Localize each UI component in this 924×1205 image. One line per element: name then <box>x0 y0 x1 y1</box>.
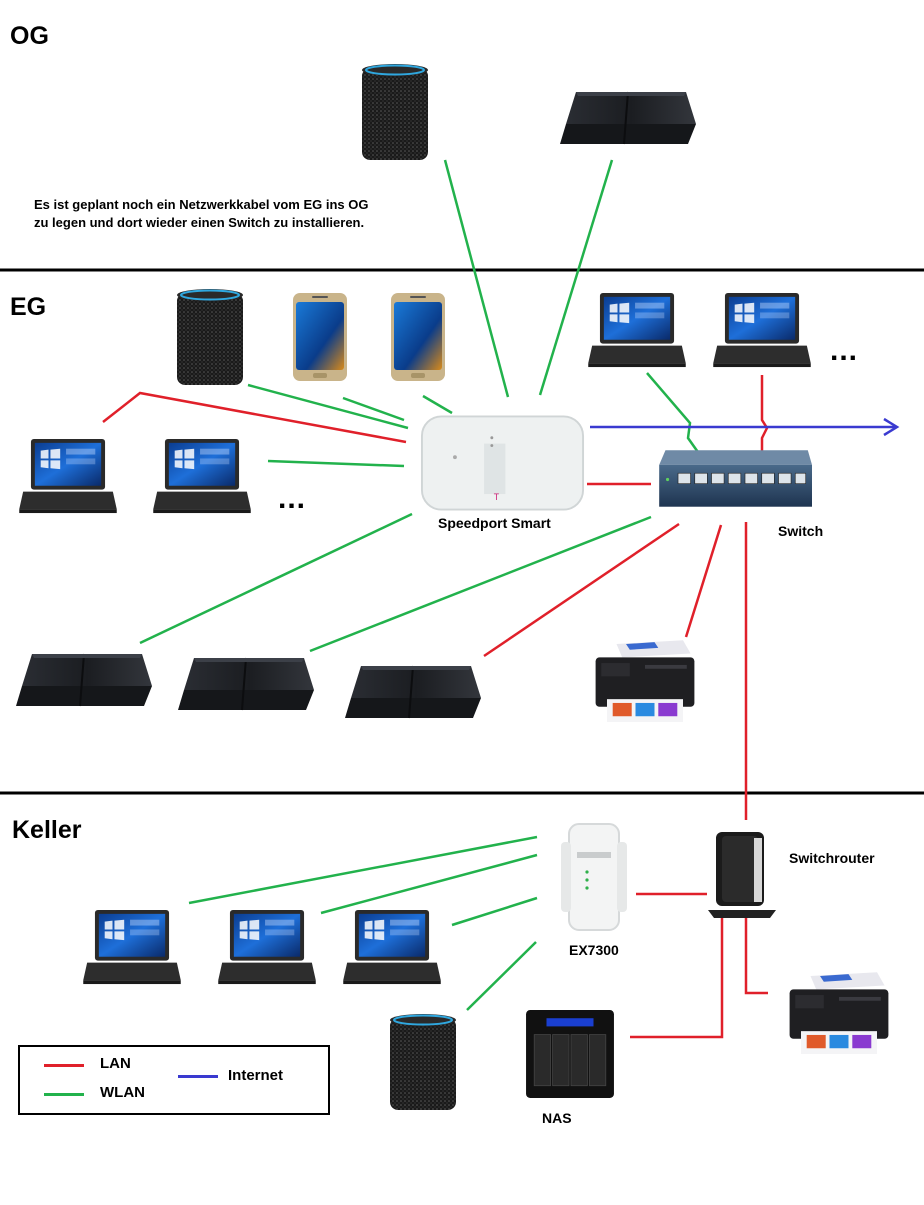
speedport-label: Speedport Smart <box>438 515 551 531</box>
wlan-link <box>443 159 510 398</box>
switch-label: Switch <box>778 523 824 539</box>
legend: LAN WLAN Internet <box>18 1045 330 1115</box>
legend-internet-label: Internet <box>228 1067 284 1084</box>
legend-wlan-label: WLAN <box>100 1084 145 1101</box>
lan-link <box>760 375 769 453</box>
more-devices-ellipsis: ... <box>830 334 859 367</box>
laptop-icon <box>83 909 181 985</box>
floor-title-og: OG <box>10 22 49 50</box>
wlan-link <box>247 383 409 430</box>
wlan-link <box>646 372 702 456</box>
lan-link <box>483 522 680 658</box>
game-console-icon <box>177 657 315 711</box>
more-devices-ellipsis: ... <box>278 482 307 515</box>
legend-lan-swatch <box>44 1064 84 1067</box>
smart-speaker-icon <box>361 63 429 161</box>
lan-link <box>744 915 768 995</box>
game-console-icon <box>559 91 697 145</box>
laptop-icon <box>713 292 811 368</box>
lan-link <box>102 391 407 444</box>
range-extender-icon <box>559 822 629 932</box>
smartphone-icon <box>293 293 347 381</box>
ex7300-label: EX7300 <box>569 942 619 958</box>
legend-internet-swatch <box>178 1075 218 1078</box>
laptop-icon <box>218 909 316 985</box>
laptop-icon <box>153 438 251 514</box>
game-console-icon <box>15 653 153 707</box>
nas-label: NAS <box>542 1110 572 1126</box>
smartphone-icon <box>391 293 445 381</box>
wlan-link <box>267 459 405 468</box>
nas-icon <box>525 1009 615 1099</box>
switchrouter-icon <box>708 832 776 918</box>
connection-lines <box>102 159 900 1039</box>
game-console-icon <box>344 665 482 719</box>
planning-note: Es ist geplant noch ein Netzwerkkabel vo… <box>34 196 368 232</box>
wlan-link <box>451 896 538 927</box>
wlan-link <box>188 835 538 905</box>
router-icon <box>420 415 585 511</box>
wlan-link <box>320 853 538 915</box>
floor-title-keller: Keller <box>12 816 82 844</box>
printer-icon <box>789 972 889 1054</box>
legend-wlan-swatch <box>44 1093 84 1096</box>
wlan-link <box>538 159 614 396</box>
laptop-icon <box>19 438 117 514</box>
lan-link <box>684 524 723 638</box>
planning-note-line-2: zu legen und dort wieder einen Switch zu… <box>34 215 365 230</box>
network-switch-icon <box>658 449 812 508</box>
lan-link <box>630 915 724 1039</box>
laptop-icon <box>588 292 686 368</box>
smart-speaker-icon <box>176 288 244 386</box>
wlan-link <box>466 941 537 1011</box>
wlan-link <box>139 512 413 645</box>
legend-lan-label: LAN <box>100 1055 131 1072</box>
wlan-link <box>342 396 405 422</box>
switchrouter-label: Switchrouter <box>789 850 875 866</box>
internet-arrowhead <box>883 417 900 437</box>
floor-title-eg: EG <box>10 293 47 321</box>
wlan-link <box>309 515 652 653</box>
smart-speaker-icon <box>389 1013 457 1111</box>
planning-note-line-1: Es ist geplant noch ein Netzwerkkabel vo… <box>34 197 369 212</box>
printer-icon <box>595 640 695 722</box>
laptop-icon <box>343 909 441 985</box>
wlan-link <box>422 394 453 415</box>
